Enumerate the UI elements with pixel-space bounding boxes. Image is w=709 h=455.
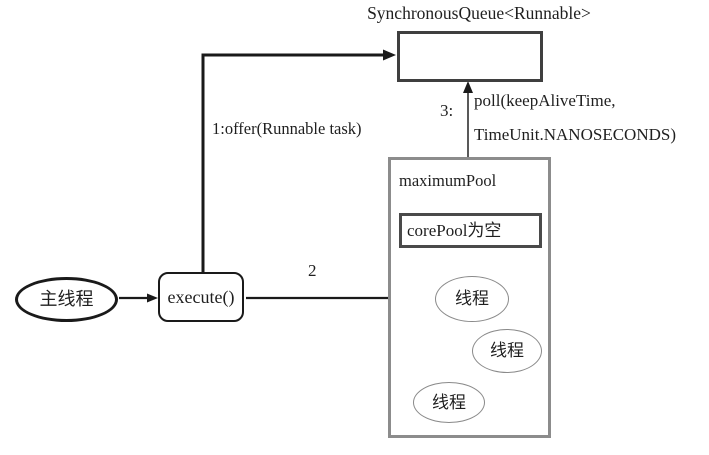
synchronous-queue-box (397, 31, 543, 82)
main-thread-ellipse: 主线程 (15, 277, 118, 322)
thread-ellipse-1: 线程 (435, 276, 509, 322)
thread-label: 线程 (455, 289, 489, 309)
main-thread-label: 主线程 (39, 289, 94, 310)
poll-label-line2: TimeUnit.NANOSECONDS) (474, 125, 676, 144)
arrowhead-icon (383, 49, 396, 61)
arrowhead-icon (147, 293, 158, 303)
queue-title: SynchronousQueue<Runnable> (367, 3, 591, 23)
execute-label: execute() (167, 286, 235, 307)
thread-label: 线程 (490, 341, 524, 361)
step-3-label: 3: (440, 101, 454, 120)
execute-box: execute() (158, 272, 244, 322)
offer-arrow-label: 1:offer(Runnable task) (212, 119, 362, 138)
arrow-main-to-execute (119, 293, 158, 303)
step-2-label: 2 (308, 261, 317, 280)
maximum-pool-title: maximumPool (399, 171, 497, 190)
arrow-offer-to-queue (201, 49, 396, 281)
thread-ellipse-2: 线程 (472, 329, 542, 373)
thread-label: 线程 (432, 392, 466, 412)
core-pool-empty-box: corePool为空 (399, 213, 542, 248)
thread-ellipse-3: 线程 (413, 382, 485, 423)
arrowhead-icon (463, 81, 473, 93)
poll-label-line1: poll(keepAliveTime, (474, 91, 616, 110)
